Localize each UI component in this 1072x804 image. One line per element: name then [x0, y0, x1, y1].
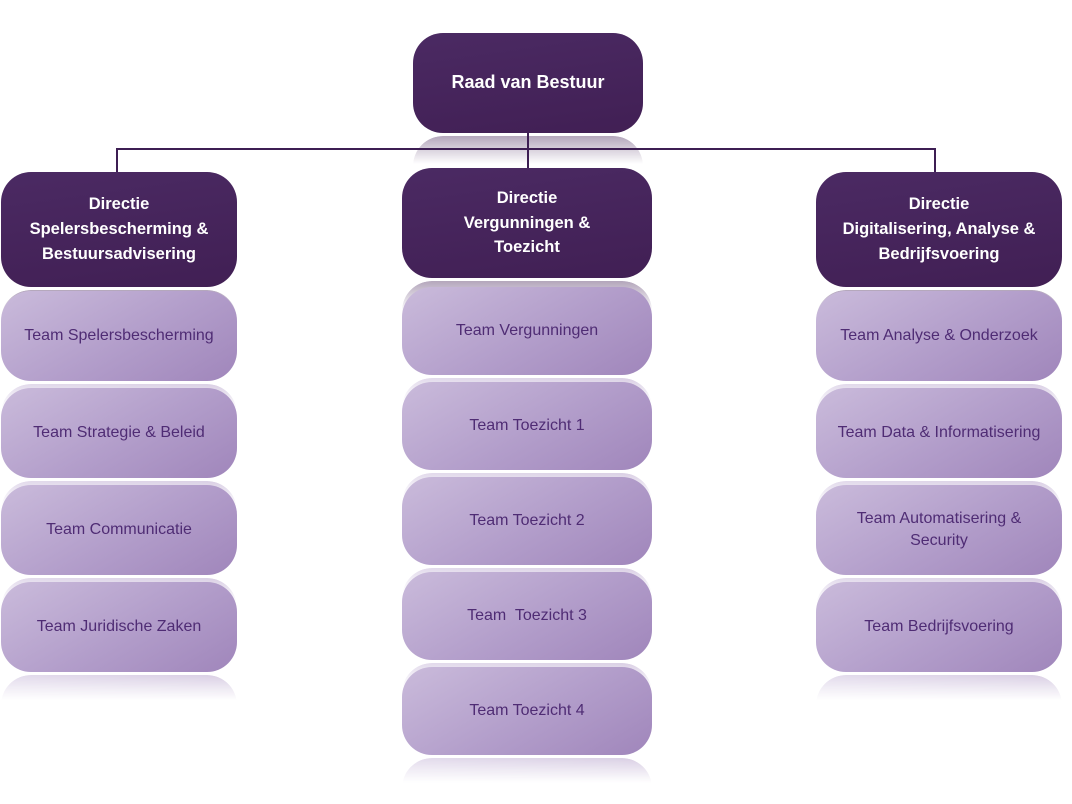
- team-box-automatisering-security: Team Automatisering & Security: [816, 485, 1062, 575]
- team-box-toezicht-1: Team Toezicht 1: [402, 382, 652, 470]
- director-label: Directie Digitalisering, Analyse & Bedri…: [842, 195, 1036, 263]
- team-label: Team Automatisering & Security: [856, 510, 1022, 549]
- team-label: Team Communicatie: [46, 521, 192, 539]
- director-label: Directie Vergunningen & Toezicht: [463, 188, 591, 257]
- root-label: Raad van Bestuur: [451, 72, 605, 93]
- team-box-bedrijfsvoering: Team Bedrijfsvoering: [816, 582, 1062, 672]
- team-box-toezicht-4: Team Toezicht 4: [402, 667, 652, 755]
- team-label: Team Toezicht 4: [469, 702, 585, 720]
- director-box-digitalisering-analyse-bedrijfsvoering: Directie Digitalisering, Analyse & Bedri…: [816, 172, 1062, 287]
- root-box-raad-van-bestuur: Raad van Bestuur: [413, 33, 643, 133]
- director-label: Directie Spelersbescherming & Bestuursad…: [29, 195, 209, 263]
- team-box-vergunningen: Team Vergunningen: [402, 287, 652, 375]
- team-box-analyse-onderzoek: Team Analyse & Onderzoek: [816, 291, 1062, 381]
- connector-left-drop: [116, 148, 118, 173]
- team-label: Team Toezicht 1: [469, 417, 585, 435]
- team-label: Team Vergunningen: [455, 322, 599, 340]
- connector-root-stem: [527, 133, 529, 168]
- team-label: Team Spelersbescherming: [24, 327, 214, 345]
- team-box-data-informatisering: Team Data & Informatisering: [816, 388, 1062, 478]
- director-box-spelersbescherming-bestuursadvisering: Directie Spelersbescherming & Bestuursad…: [1, 172, 237, 287]
- team-label: Team Analyse & Onderzoek: [840, 327, 1038, 345]
- team-box-spelersbescherming: Team Spelersbescherming: [1, 291, 237, 381]
- team-label: Team Juridische Zaken: [36, 618, 202, 636]
- team-box-toezicht-3: Team Toezicht 3: [402, 572, 652, 660]
- connector-right-drop: [934, 148, 936, 173]
- team-label: Team Bedrijfsvoering: [864, 618, 1014, 636]
- team-box-toezicht-2: Team Toezicht 2: [402, 477, 652, 565]
- connector-horizontal: [116, 148, 936, 150]
- team-label: Team Toezicht 3: [467, 607, 587, 625]
- team-label: Team Toezicht 2: [469, 512, 585, 530]
- team-box-strategie-beleid: Team Strategie & Beleid: [1, 388, 237, 478]
- team-box-communicatie: Team Communicatie: [1, 485, 237, 575]
- team-label: Team Data & Informatisering: [837, 424, 1041, 442]
- team-label: Team Strategie & Beleid: [33, 424, 205, 442]
- director-box-vergunningen-toezicht: Directie Vergunningen & Toezicht: [402, 168, 652, 278]
- team-box-juridische-zaken: Team Juridische Zaken: [1, 582, 237, 672]
